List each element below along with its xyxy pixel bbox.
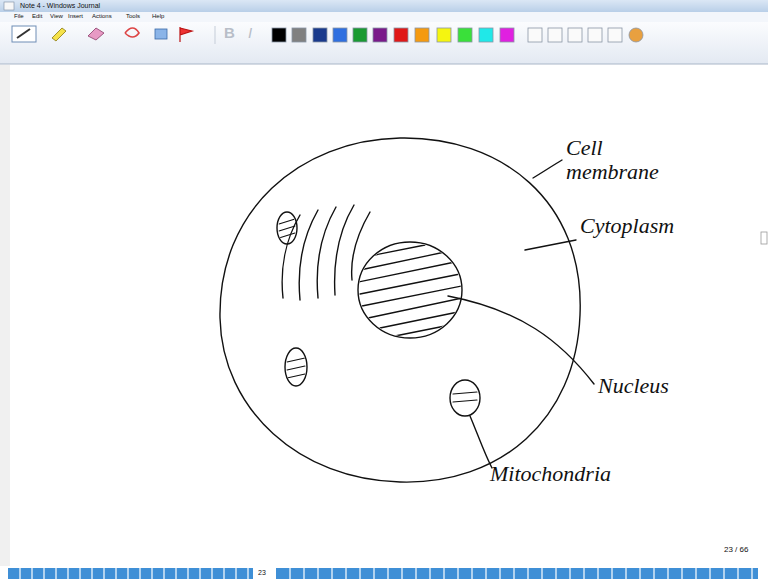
app-icon <box>4 2 14 10</box>
menu-item: File <box>14 13 24 20</box>
leader-line <box>448 296 594 384</box>
page-number: 23 <box>258 569 266 577</box>
menu-item: Help <box>152 13 164 20</box>
page-number: 23 / 66 <box>724 546 748 555</box>
mitochondrion <box>277 212 297 244</box>
scroll-marker <box>761 232 767 244</box>
part-label: Cell membrane <box>566 136 691 184</box>
page-bar <box>0 566 768 580</box>
leader-line <box>533 160 562 178</box>
menu-item: Actions <box>92 13 112 20</box>
menu-item: Edit <box>32 13 42 20</box>
part-label: Mitochondria <box>490 462 611 486</box>
cell-membrane-outline <box>220 138 580 482</box>
menu-bar <box>0 12 768 22</box>
mitochondrion <box>450 380 480 416</box>
mitochondrion <box>285 348 307 386</box>
leader-line <box>525 240 576 250</box>
nucleus-outline <box>358 242 462 338</box>
toolbar-icons <box>12 26 215 44</box>
title-bar <box>0 0 768 12</box>
bold-button: B <box>224 25 235 42</box>
menu-item: Insert <box>68 13 83 20</box>
page-margin <box>0 65 10 566</box>
cell-drawing <box>220 138 594 482</box>
toolbar-border <box>0 64 768 65</box>
part-label: Nucleus <box>598 374 669 398</box>
color-palette <box>272 28 643 42</box>
part-label: Cytoplasm <box>580 214 674 238</box>
menu-item: Tools <box>126 13 140 20</box>
window-title: Note 4 - Windows Journal <box>20 2 100 10</box>
italic-button: I <box>248 25 252 42</box>
toolbar <box>0 22 768 64</box>
leader-line <box>470 416 492 468</box>
nucleus-hatching <box>358 245 462 336</box>
menu-item: View <box>50 13 63 20</box>
